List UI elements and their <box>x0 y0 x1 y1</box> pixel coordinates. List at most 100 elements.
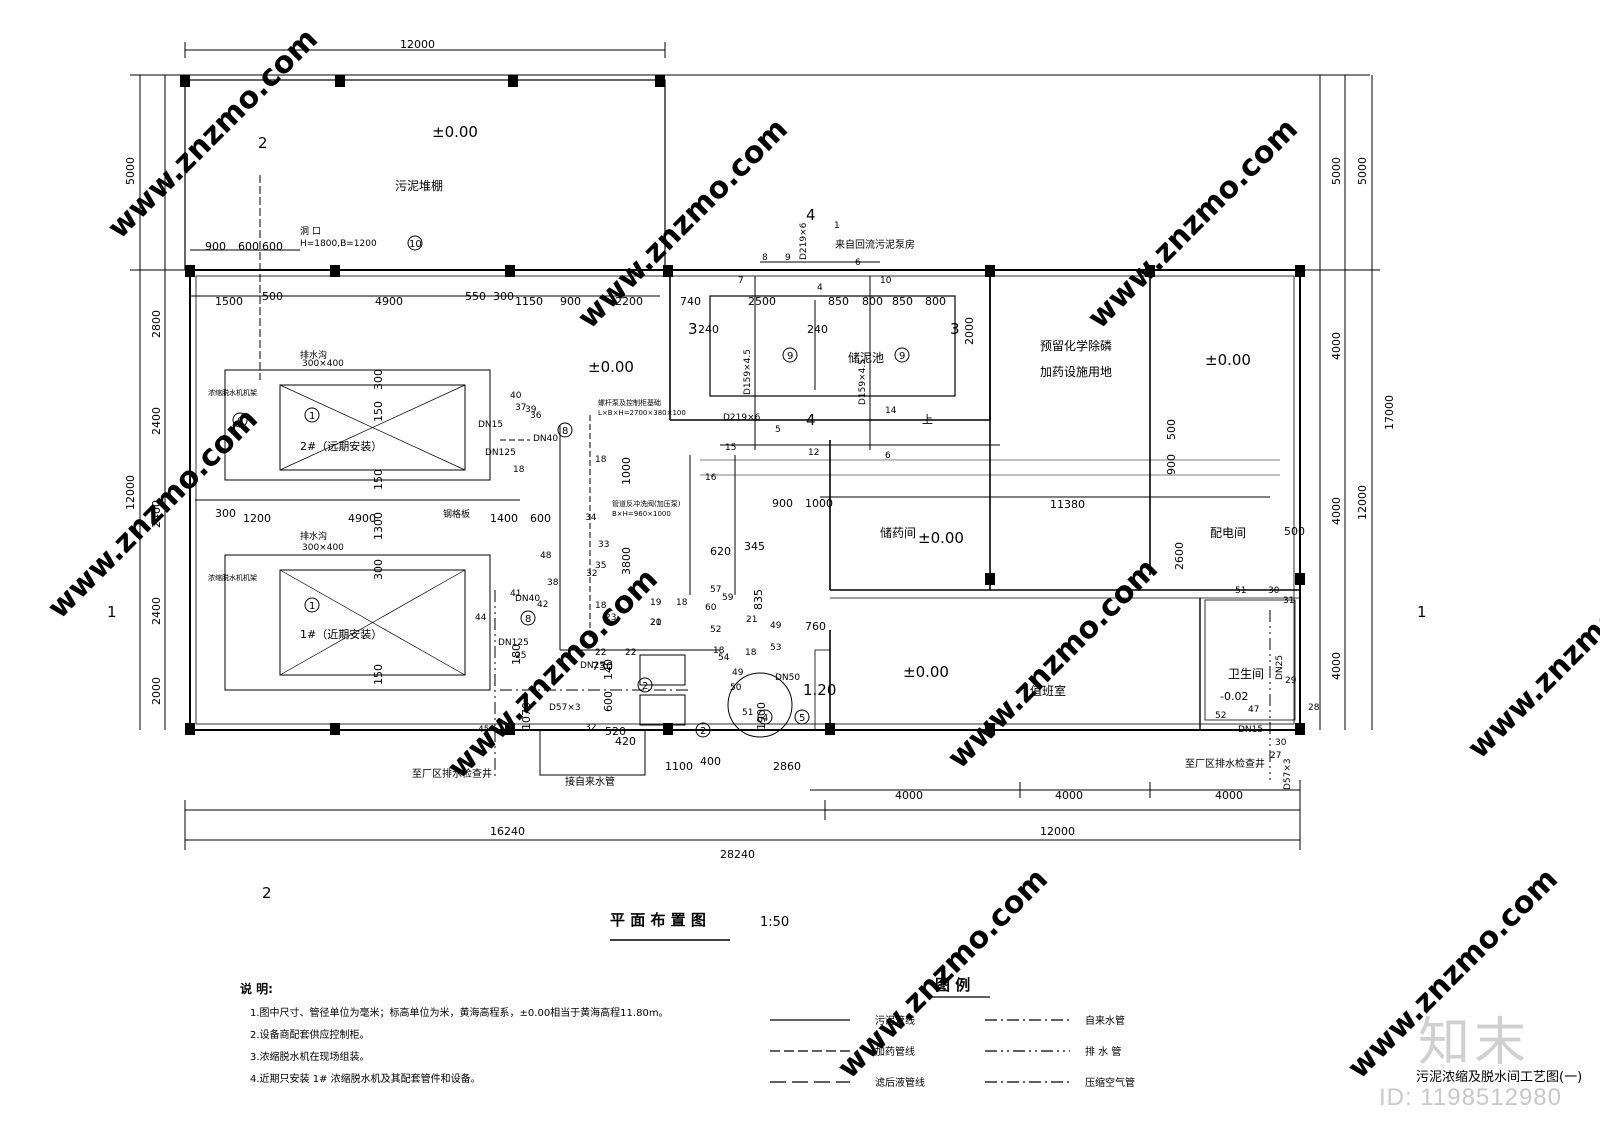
dim-label: 500 <box>1284 525 1305 538</box>
dim-label: 1300 <box>372 512 385 540</box>
elevation-marks: ±0.00 ±0.00 ±0.00 ±0.00 ±0.00 1.20 -0.02 <box>432 123 1251 703</box>
pipe-tag: 18 <box>595 455 607 465</box>
watermark-text: www.znzmo.com <box>941 552 1165 776</box>
section-mark: 1 <box>107 603 117 621</box>
plan-title: 平 面 布 置 图 1:50 <box>610 911 789 930</box>
equip-tag: 4 <box>762 713 768 724</box>
dim-label: 420 <box>615 735 636 748</box>
dim-label: 5000 <box>124 157 137 185</box>
dim-label: 240 <box>698 323 719 336</box>
pipe-tag: 6 <box>855 258 861 268</box>
frame-label: 浓缩脱水机机架 <box>208 573 257 582</box>
section-mark: 2 <box>258 134 268 152</box>
section-mark: 4 <box>806 411 816 429</box>
dim-label: 2400 <box>150 597 163 625</box>
pipe-tag: 7 <box>738 276 744 286</box>
stair-label: 上 <box>922 413 933 426</box>
channel-size: 300×400 <box>302 543 344 553</box>
dim-label: 600 <box>238 240 259 253</box>
dim-label: 4000 <box>1055 789 1083 802</box>
equipment-tags <box>232 235 910 738</box>
pipe-tag: 6 <box>885 451 891 461</box>
watermark-text: www.znzmo.com <box>101 22 325 246</box>
dim-label: 1900 <box>755 702 768 730</box>
dim-label: 850 <box>828 295 849 308</box>
dim-label: 300 <box>215 507 236 520</box>
pipe-size: D219×6 <box>723 413 761 423</box>
dim-label: 550 <box>465 290 486 303</box>
elevation-label: ±0.00 <box>1205 351 1251 369</box>
pipe-tag: 53 <box>770 643 781 653</box>
legend-item: 加药管线 <box>875 1045 915 1058</box>
pipe-tag: 38 <box>547 578 559 588</box>
section-mark: 3 <box>950 320 960 338</box>
pipe-tag: 51 <box>742 708 753 718</box>
equipment-tag-numbers: 1 1 10 9 9 2 2 4 5 6 8 8 <box>237 239 905 737</box>
machine-2-label: 2#（远期安装） <box>300 439 382 453</box>
dim-label: 12000 <box>1040 825 1075 838</box>
dim-label: 1400 <box>490 512 518 525</box>
design-notes: 说 明: 1.图中尺寸、管径单位为毫米；标高单位为米，黄海高程系，±0.00相当… <box>240 981 669 1085</box>
dim-label: 760 <box>805 620 826 633</box>
pipe-size: D57×3 <box>549 703 581 713</box>
note-4: 4.近期只安装 1# 浓缩脱水机及其配套管件和设备。 <box>250 1072 481 1085</box>
pipe-size: D219×6 <box>799 222 809 260</box>
elevation-label: -0.02 <box>1220 690 1248 703</box>
pipe-tag: 23 <box>605 613 616 623</box>
dim-label: 2500 <box>748 295 776 308</box>
dim-label: 5000 <box>1356 157 1369 185</box>
note-1: 1.图中尺寸、管径单位为毫米；标高单位为米，黄海高程系，±0.00相当于黄海高程… <box>250 1006 669 1019</box>
equip-tag: 2 <box>700 726 706 737</box>
frame-label: 浓缩脱水机机架 <box>208 388 257 397</box>
dim-label: 28240 <box>720 848 755 861</box>
pipe-tag: 37 <box>515 403 526 413</box>
watermark-text: www.znzmo.com <box>441 562 665 786</box>
pipe-tag: 9 <box>785 253 791 263</box>
dim-label: 140 <box>602 659 615 680</box>
dim-label: 5000 <box>1330 157 1343 185</box>
pipe-tag: 22 <box>625 648 636 658</box>
drain-channel-label: 排水沟 <box>300 349 327 361</box>
pipe-tag: 33 <box>598 540 609 550</box>
room-chem: 储药间 <box>880 525 916 540</box>
pipe-tag: 15 <box>725 443 736 453</box>
dim-label: 850 <box>892 295 913 308</box>
pipe-tag: 34 <box>585 513 597 523</box>
equip-tag: 8 <box>562 426 568 437</box>
pipe-size: DN25 <box>1275 655 1285 680</box>
section-mark: 3 <box>688 320 698 338</box>
notes-heading: 说 明: <box>240 981 273 996</box>
equip-tag: 2 <box>642 681 648 692</box>
dim-label: 2600 <box>1173 542 1186 570</box>
dim-label: 600 <box>530 512 551 525</box>
dim-label: 17000 <box>1383 395 1396 430</box>
dim-label: 4900 <box>375 295 403 308</box>
dim-label: 12000 <box>124 475 137 510</box>
dim-label: 520 <box>605 725 626 738</box>
dim-label: 1000 <box>620 457 633 485</box>
pipe-tag: 49 <box>770 621 782 631</box>
legend-item: 排 水 管 <box>1085 1045 1121 1058</box>
legend-item: 自来水管 <box>1085 1014 1125 1027</box>
equipment-note: B×H=960×1000 <box>612 510 671 518</box>
checker-plate-label: 钢格板 <box>443 508 470 520</box>
dim-label: 2000 <box>150 677 163 705</box>
note-2: 2.设备商配套供应控制柜。 <box>250 1028 370 1041</box>
section-mark: 2 <box>262 884 272 902</box>
dim-label: 12000 <box>400 38 435 51</box>
room-toilet: 卫生间 <box>1228 667 1264 681</box>
section-mark: 4 <box>806 206 816 224</box>
room-sludge-shed: 污泥堆棚 <box>395 178 443 193</box>
image-id-tag: ID: 1198512980 <box>1378 1084 1562 1111</box>
pipe-tags: 1 8 9 7 6 10 4 5 6 14 12 15 16 18 18 18 … <box>475 221 1320 761</box>
pipe-tag: 8 <box>762 253 768 263</box>
equipment-note: L×B×H=2700×380×100 <box>598 409 686 417</box>
equip-tag: 6 <box>237 416 243 427</box>
pipe-tag: 42 <box>537 600 548 610</box>
to-well-label: 至厂区排水检查井 <box>412 767 492 780</box>
legend-item: 压缩空气管 <box>1085 1076 1135 1089</box>
dim-label: 1070 <box>520 702 533 730</box>
room-duty: 值班室 <box>1030 683 1066 698</box>
equipment-note: 螺杆泵及控制柜基础 <box>598 398 661 407</box>
